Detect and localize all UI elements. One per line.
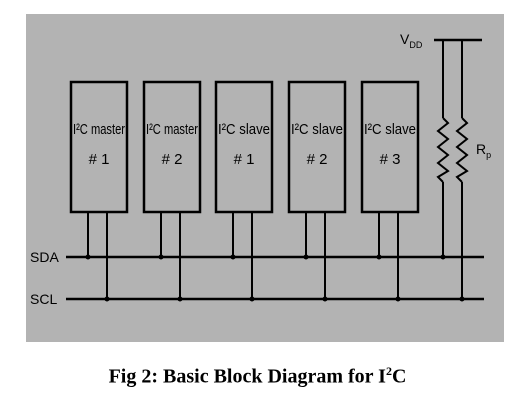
device-name: I²C slave [291, 121, 343, 138]
pullup-resistor-scl [455, 117, 469, 183]
scl-pullup-junction [459, 296, 465, 302]
rp-label: Rp [476, 141, 491, 160]
device-box [287, 80, 347, 214]
sda-junction [303, 254, 309, 260]
sda-junction [158, 254, 164, 260]
device-block: I²C slave # 3 [360, 80, 420, 302]
device-box [360, 80, 420, 214]
device-name: I²C master [73, 121, 125, 138]
scl-label: SCL [30, 291, 57, 307]
device-number: # 2 [162, 151, 183, 168]
sda-junction [230, 254, 236, 260]
device-block: I²C slave # 2 [287, 80, 347, 302]
vdd-label: VDD [400, 31, 423, 50]
sda-junction [376, 254, 382, 260]
scl-junction [249, 296, 255, 302]
pullup-resistor-sda [436, 117, 450, 183]
scl-junction [104, 296, 110, 302]
sda-label: SDA [30, 249, 59, 265]
device-name: I²C slave [218, 121, 270, 138]
device-number: # 3 [380, 151, 401, 168]
scl-junction [395, 296, 401, 302]
device-block: I²C master # 1 [69, 80, 129, 302]
device-block: I²C slave # 1 [214, 80, 274, 302]
device-box [214, 80, 274, 214]
device-number: # 2 [307, 151, 328, 168]
scl-junction [177, 296, 183, 302]
figure-caption: Fig 2: Basic Block Diagram for I2C [108, 364, 407, 388]
device-name: I²C slave [364, 121, 416, 138]
device-block: I²C master # 2 [142, 80, 202, 302]
sda-pullup-junction [440, 254, 446, 260]
device-number: # 1 [89, 151, 110, 168]
sda-junction [85, 254, 91, 260]
scl-junction [322, 296, 328, 302]
device-name: I²C master [146, 121, 198, 138]
device-box [142, 80, 202, 214]
device-box [69, 80, 129, 214]
device-number: # 1 [234, 151, 255, 168]
